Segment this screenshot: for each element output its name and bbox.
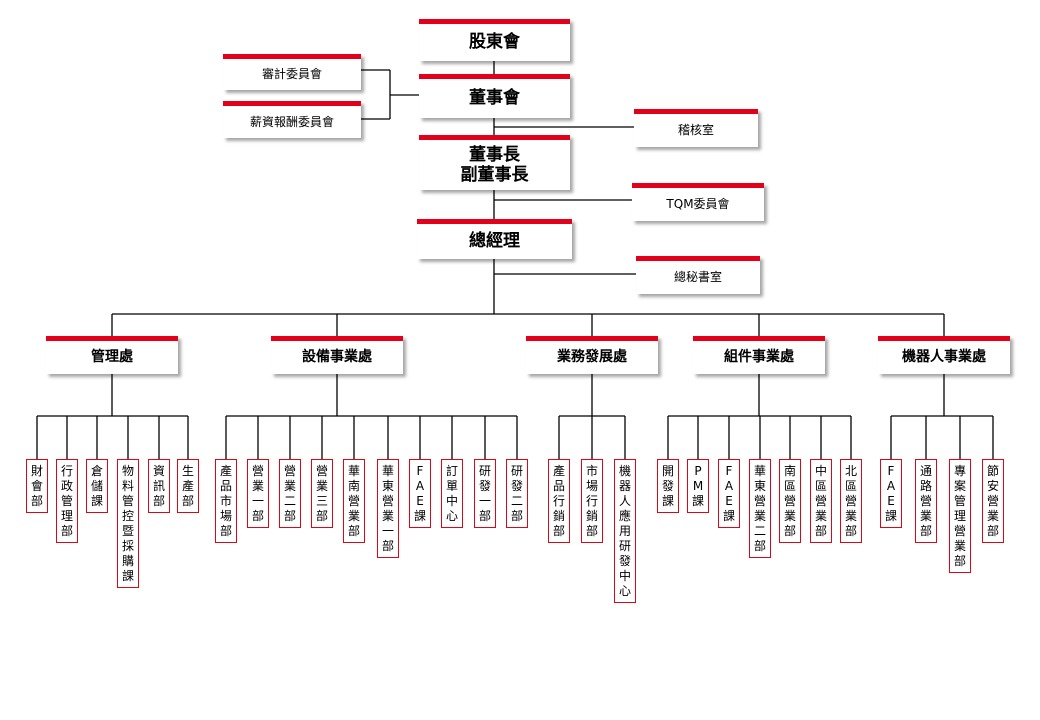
general-manager-box: 總經理 — [417, 219, 572, 259]
division-components-box: 組件事業處 — [693, 336, 825, 374]
unit-box: 通路營業部 — [915, 459, 937, 543]
audit-committee-box: 審計委員會 — [223, 54, 361, 90]
unit-box: 產品市場部 — [215, 459, 237, 543]
unit-box: 倉儲課 — [86, 459, 108, 513]
unit-box: 機器人應用研發中心 — [614, 459, 636, 603]
unit-box: 中區營業部 — [810, 459, 832, 543]
shareholders-meeting-box: 股東會 — [419, 19, 570, 61]
unit-box: 節安營業部 — [982, 459, 1004, 543]
division-robotics-box: 機器人事業處 — [878, 336, 1010, 374]
unit-box: 市場行銷部 — [581, 459, 603, 543]
division-management-box: 管理處 — [46, 336, 178, 374]
unit-box: 財會部 — [26, 459, 48, 513]
unit-box: 訂單中心 — [441, 459, 463, 528]
unit-box: 物料管控暨採購課 — [117, 459, 139, 588]
unit-box: 營業一部 — [247, 459, 269, 528]
unit-box: 研發一部 — [474, 459, 496, 528]
compensation-committee-box: 薪資報酬委員會 — [223, 101, 361, 138]
unit-box: 營業二部 — [279, 459, 301, 528]
unit-box: 北區營業部 — [840, 459, 862, 543]
general-secretariat-box: 總秘書室 — [636, 256, 760, 294]
tqm-committee-box: TQM委員會 — [632, 183, 764, 221]
board-of-directors-box: 董事會 — [419, 74, 570, 118]
unit-box: 產品行銷部 — [548, 459, 570, 543]
division-equipment-box: 設備事業處 — [271, 336, 403, 374]
unit-box: 華東營業二部 — [749, 459, 771, 558]
unit-box: 開發課 — [657, 459, 679, 513]
unit-box: 研發二部 — [506, 459, 528, 528]
unit-box: 生產部 — [177, 459, 199, 513]
division-business-development-box: 業務發展處 — [526, 336, 658, 374]
unit-box: 專案管理營業部 — [949, 459, 971, 573]
unit-box: 華南營業部 — [343, 459, 365, 543]
unit-box: 行政管理部 — [56, 459, 78, 543]
unit-box: 資訊部 — [148, 459, 170, 513]
unit-box: 華東營業一部 — [377, 459, 399, 558]
unit-box: 南區營業部 — [779, 459, 801, 543]
unit-box: 營業三部 — [311, 459, 333, 528]
audit-office-box: 稽核室 — [634, 109, 758, 147]
chairman-box: 董事長 副董事長 — [419, 135, 570, 190]
